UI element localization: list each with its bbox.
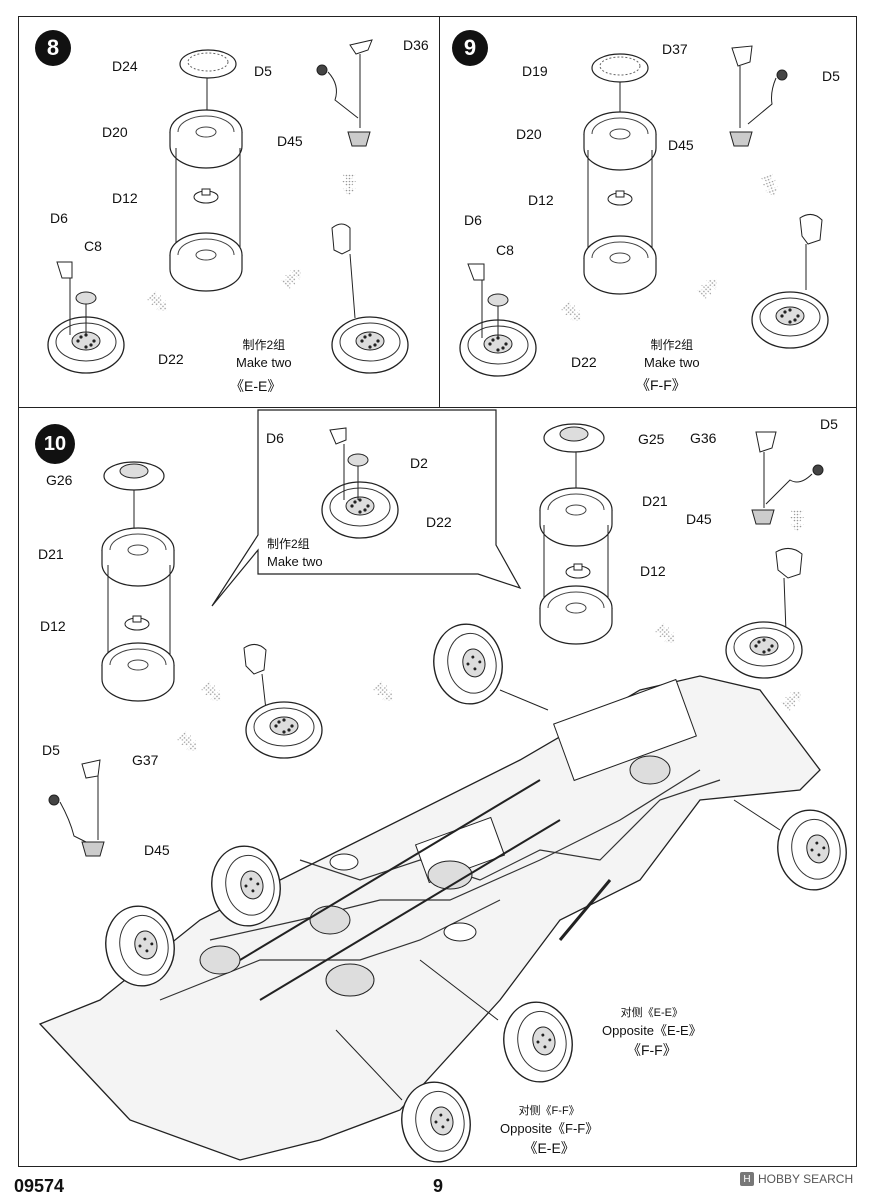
part-label-d20: D20 [102,124,128,140]
part-label-d12: D12 [112,190,138,206]
make-two-note: 制作2组 Make two [236,337,292,371]
part-label-d22: D22 [158,351,184,367]
watermark-text: HOBBY SEARCH [758,1172,854,1186]
part-label-d12: D12 [40,618,66,634]
note-cn: 制作2组 [267,537,310,551]
opposite-en: Opposite《E-E》 [602,1023,702,1038]
part-label-g25: G25 [638,431,665,447]
part-label-g26: G26 [46,472,73,488]
part-label-d45: D45 [668,137,694,153]
part-label-d24: D24 [112,58,138,74]
part-label-d45: D45 [277,133,303,149]
watermark-logo-icon: H [740,1172,754,1186]
opposite-note-e-e: 对侧《E-E》 Opposite《E-E》 《F-F》 [602,1005,702,1059]
part-label-d36: D36 [403,37,429,53]
step-number-badge: 10 [35,424,75,464]
part-label-d21: D21 [38,546,64,562]
part-label-d22: D22 [571,354,597,370]
step-10-art [38,409,854,1168]
callout-label-d22: D22 [426,514,452,530]
part-label-g36: G36 [690,430,717,446]
callout-make-two-note: 制作2组 Make two [267,536,323,570]
step-10-frame [18,407,857,1167]
opposite-cn: 对侧《F-F》 [518,1105,580,1117]
part-label-d20: D20 [516,126,542,142]
part-label-d6: D6 [50,210,68,226]
part-label-d12: D12 [640,563,666,579]
part-label-d5: D5 [822,68,840,84]
callout-label-d6: D6 [266,430,284,446]
note-en: Make two [267,554,323,569]
part-label-d37: D37 [662,41,688,57]
note-cn: 制作2组 [650,338,694,352]
part-label-d45: D45 [144,842,170,858]
part-label-d12: D12 [528,192,554,208]
note-en: Make two [236,355,292,370]
opposite-variant: 《F-F》 [626,1042,677,1058]
opposite-cn: 对侧《E-E》 [620,1007,684,1019]
step-8-art [47,39,409,374]
page-number: 9 [433,1176,444,1196]
variant-label: 《F-F》 [636,377,686,393]
opposite-variant: 《E-E》 [523,1140,575,1156]
step-number-badge: 9 [452,30,488,66]
step-9-art [459,45,829,377]
part-label-c8: C8 [84,238,102,254]
part-label-d21: D21 [642,493,668,509]
part-label-d6: D6 [464,212,482,228]
watermark: H HOBBY SEARCH [740,1172,853,1186]
variant-label: 《E-E》 [230,378,282,394]
kit-code: 09574 [14,1176,65,1196]
note-en: Make two [644,355,700,370]
part-label-d5: D5 [42,742,60,758]
part-label-d45: D45 [686,511,712,527]
callout-label-d2: D2 [410,455,428,471]
make-two-note: 制作2组 Make two [644,337,700,371]
part-label-d5: D5 [254,63,272,79]
part-label-g37: G37 [132,752,159,768]
part-label-c8: C8 [496,242,514,258]
note-cn: 制作2组 [242,338,286,352]
opposite-note-f-f: 对侧《F-F》 Opposite《F-F》 《E-E》 [500,1103,598,1157]
part-label-d19: D19 [522,63,548,79]
part-label-d5: D5 [820,416,838,432]
opposite-en: Opposite《F-F》 [500,1121,599,1136]
step-number-badge: 8 [35,30,71,66]
